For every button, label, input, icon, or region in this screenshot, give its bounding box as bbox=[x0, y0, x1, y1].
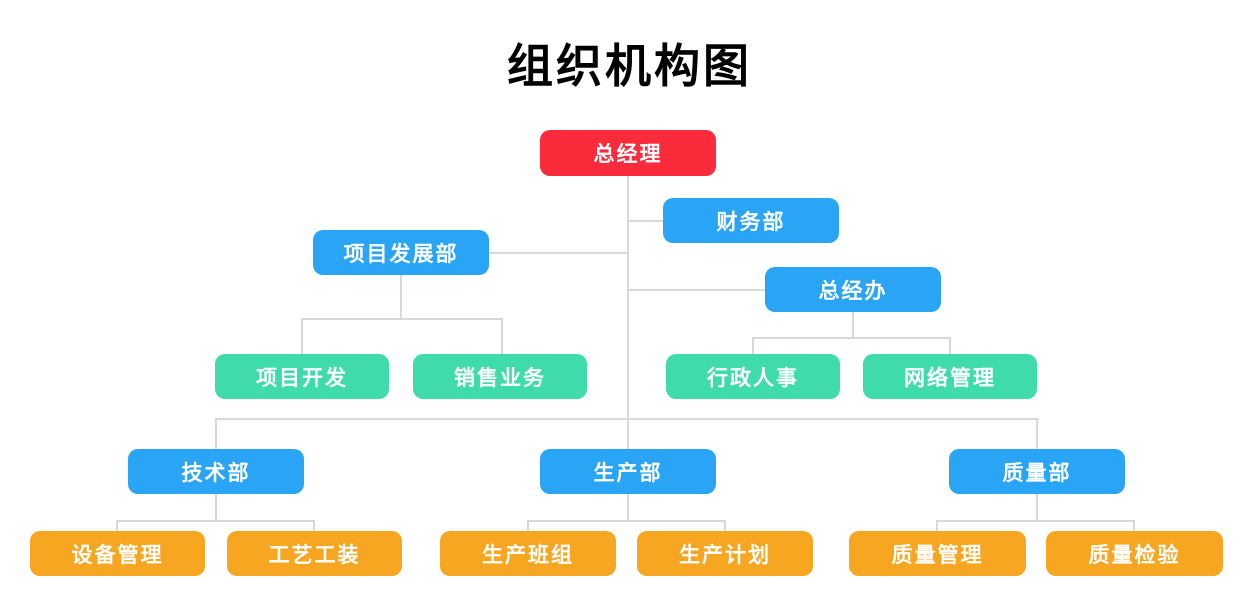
node-production-team[interactable]: 生产班组 bbox=[440, 531, 616, 576]
connector-production-dept-down bbox=[627, 494, 629, 521]
connector-gm-office-down bbox=[852, 312, 854, 337]
connector-tech-dept-drop bbox=[215, 418, 217, 449]
connector-quality-dept-drop bbox=[1036, 418, 1038, 449]
node-admin-hr[interactable]: 行政人事 bbox=[666, 354, 840, 399]
connector-gm-office bbox=[629, 289, 765, 291]
connector-quality-dept-spread bbox=[936, 520, 1135, 522]
node-network-mgmt[interactable]: 网络管理 bbox=[863, 354, 1037, 399]
node-production-plan[interactable]: 生产计划 bbox=[637, 531, 813, 576]
connector-tech-dept-down bbox=[215, 494, 217, 521]
node-equipment-mgmt[interactable]: 设备管理 bbox=[30, 531, 205, 576]
connector-tech-dept-spread bbox=[116, 520, 315, 522]
connector-ceo-trunk bbox=[627, 176, 629, 449]
node-process-tooling[interactable]: 工艺工装 bbox=[227, 531, 402, 576]
connector-process-tooling-drop bbox=[313, 520, 315, 531]
node-ceo[interactable]: 总经理 bbox=[540, 130, 716, 176]
connector-network-mgmt-drop bbox=[949, 337, 951, 354]
node-project-dev-dept[interactable]: 项目发展部 bbox=[313, 230, 489, 275]
connector-admin-hr-drop bbox=[752, 337, 754, 354]
node-finance[interactable]: 财务部 bbox=[663, 198, 839, 243]
chart-title: 组织机构图 bbox=[507, 39, 752, 93]
connector-production-dept-spread bbox=[527, 520, 726, 522]
connector-gm-office-spread bbox=[752, 337, 951, 339]
node-quality-dept[interactable]: 质量部 bbox=[949, 449, 1125, 494]
connector-sales-drop bbox=[501, 318, 503, 354]
node-production-dept[interactable]: 生产部 bbox=[540, 449, 716, 494]
node-sales[interactable]: 销售业务 bbox=[413, 354, 587, 399]
connector-project-dev-dept-down bbox=[400, 275, 402, 318]
connector-quality-inspection-drop bbox=[1133, 520, 1135, 531]
node-gm-office[interactable]: 总经办 bbox=[765, 267, 941, 312]
connector-project-dev-dept-spread bbox=[301, 318, 503, 320]
node-quality-inspection[interactable]: 质量检验 bbox=[1046, 531, 1223, 576]
connector-quality-mgmt-drop bbox=[936, 520, 938, 531]
connector-quality-dept-down bbox=[1036, 494, 1038, 521]
connector-project-dev-dept bbox=[489, 252, 627, 254]
node-tech-dept[interactable]: 技术部 bbox=[128, 449, 304, 494]
connector-main-spread bbox=[215, 418, 1039, 420]
connector-production-plan-drop bbox=[724, 520, 726, 531]
connector-finance bbox=[629, 220, 663, 222]
node-quality-mgmt[interactable]: 质量管理 bbox=[849, 531, 1026, 576]
node-project-dev[interactable]: 项目开发 bbox=[215, 354, 389, 399]
connector-project-dev-drop bbox=[301, 318, 303, 354]
connector-production-team-drop bbox=[527, 520, 529, 531]
connector-equipment-mgmt-drop bbox=[116, 520, 118, 531]
